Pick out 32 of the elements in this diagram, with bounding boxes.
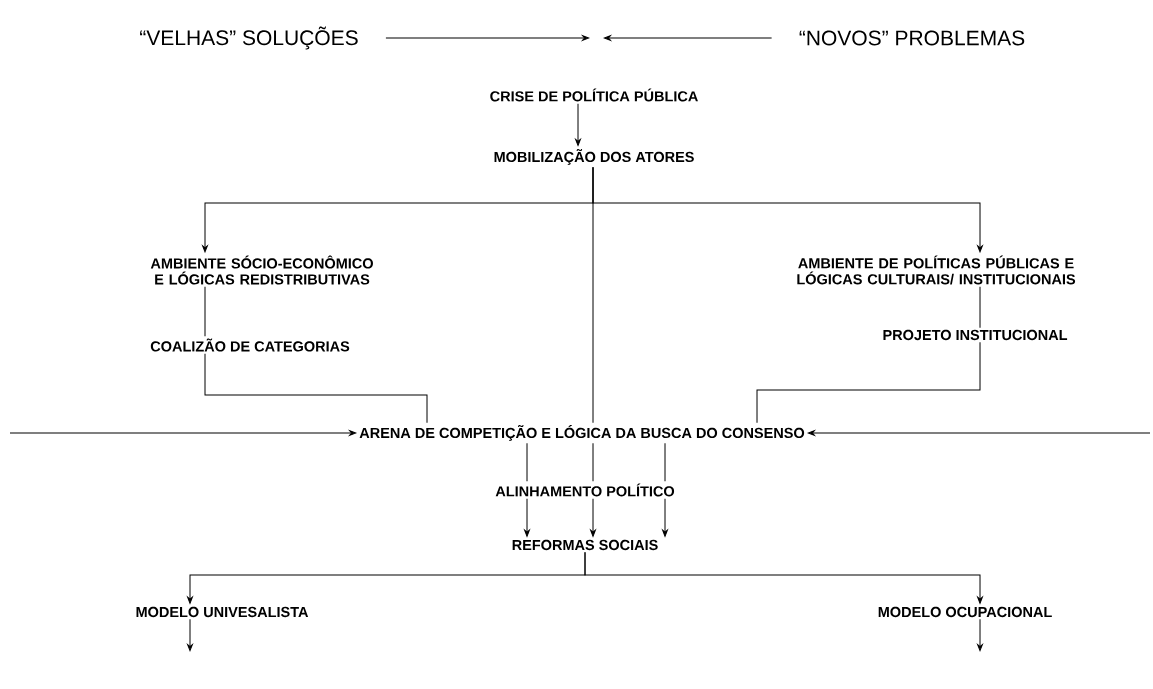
- arrow: [662, 498, 668, 537]
- arrow: [977, 618, 983, 652]
- connector-line: [979, 286, 981, 329]
- text-label: MODELO OCUPACIONAL: [878, 606, 1052, 618]
- arrow: [584, 551, 983, 604]
- text-label: ALINHAMENTO POLÍTICO: [495, 483, 675, 497]
- connector-line: [664, 442, 666, 482]
- text-label: COALIZÃO DE CATEGORIAS: [150, 338, 350, 352]
- text-label: CRISE DE POLÍTICA PÚBLICA: [490, 88, 698, 102]
- arrow: [603, 35, 773, 41]
- text-label: MOBILIZAÇÃO DOS ATORES: [494, 149, 694, 165]
- connector-line: [204, 286, 206, 337]
- arrow: [385, 35, 590, 41]
- arrow: [575, 103, 581, 146]
- arrow: [807, 430, 1151, 436]
- text-label: “VELHAS” SOLUÇÕES: [140, 26, 358, 50]
- text-label: REFORMAS SOCIAIS: [512, 539, 658, 551]
- arrow: [590, 498, 596, 537]
- text-label: MODELO UNIVESALISTA: [136, 606, 309, 618]
- arrow: [187, 618, 193, 652]
- text-label: ARENA DE COMPETIÇÃO E LÓGICA DA BUSCA DO CONSENSO: [359, 425, 805, 441]
- connector-line: [526, 442, 528, 482]
- text-label: AMBIENTE SÓCIO-ECONÔMICO E LÓGICAS REDISTRIBUTIVAS: [150, 255, 373, 285]
- arrow: [524, 498, 530, 537]
- arrow: [9, 430, 357, 436]
- text-label: AMBIENTE DE POLÍTICAS PÚBLICAS E LÓGICAS CULTURAIS/ INSTITUCIONAIS: [797, 255, 1076, 285]
- connector-line: [592, 166, 594, 424]
- text-label: PROJETO INSTITUCIONAL: [883, 329, 1068, 341]
- connector-line: [204, 353, 428, 424]
- text-label: “NOVOS” PROBLEMAS: [799, 30, 1025, 46]
- connector-line: [756, 341, 981, 424]
- connector-line: [592, 442, 594, 482]
